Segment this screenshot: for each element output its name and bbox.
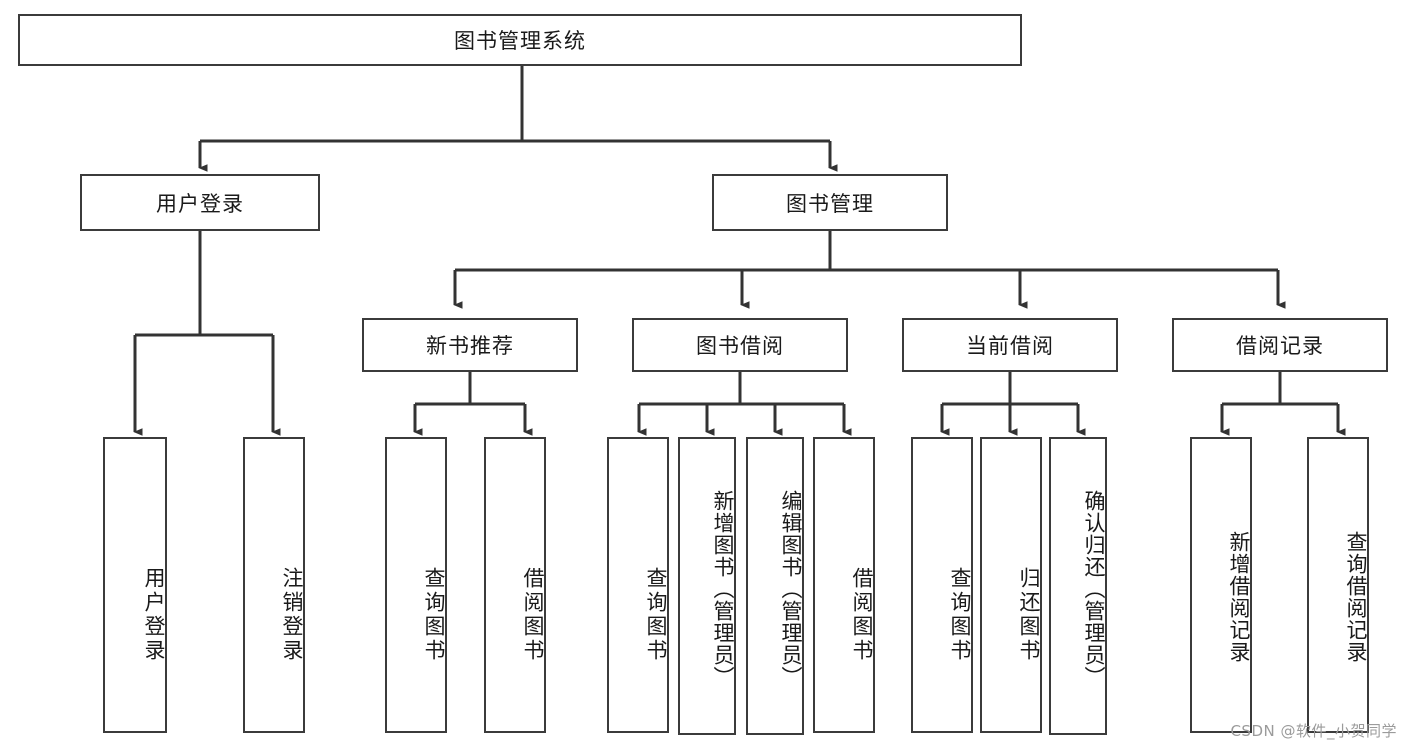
- node-leaf-edit-book-label: 编辑图书（管理员）: [779, 489, 803, 688]
- node-new-book-rec[interactable]: 新书推荐: [362, 318, 578, 372]
- node-leaf-query-record-label: 查询借阅记录: [1344, 531, 1368, 663]
- node-book-borrow-label: 图书借阅: [696, 334, 784, 358]
- node-leaf-logout-login[interactable]: 注销登录: [243, 437, 305, 733]
- node-leaf-return-book-label: 归还图书: [1017, 567, 1041, 663]
- node-leaf-confirm-return[interactable]: 确认归还（管理员）: [1049, 437, 1107, 735]
- node-leaf-add-book[interactable]: 新增图书（管理员）: [678, 437, 736, 735]
- csdn-watermark: CSDN @软件_小贺同学: [1230, 722, 1397, 740]
- node-leaf-query-book-3[interactable]: 查询图书: [911, 437, 973, 733]
- node-book-borrow[interactable]: 图书借阅: [632, 318, 848, 372]
- node-book-manage-label: 图书管理: [786, 191, 874, 216]
- node-leaf-borrow-book-1-label: 借阅图书: [521, 567, 545, 663]
- node-leaf-add-record-label: 新增借阅记录: [1227, 531, 1251, 663]
- node-leaf-return-book[interactable]: 归还图书: [980, 437, 1042, 733]
- node-root-label: 图书管理系统: [454, 29, 586, 53]
- node-new-book-rec-label: 新书推荐: [426, 334, 514, 358]
- node-leaf-user-login[interactable]: 用户登录: [103, 437, 167, 733]
- node-leaf-query-book-2-label: 查询图书: [644, 567, 668, 663]
- node-current-borrow-label: 当前借阅: [966, 334, 1054, 358]
- node-leaf-borrow-book-2-label: 借阅图书: [850, 567, 874, 663]
- node-root[interactable]: 图书管理系统: [18, 14, 1022, 66]
- node-leaf-borrow-book-2[interactable]: 借阅图书: [813, 437, 875, 733]
- node-leaf-query-record[interactable]: 查询借阅记录: [1307, 437, 1369, 733]
- node-book-manage[interactable]: 图书管理: [712, 174, 948, 231]
- node-leaf-query-book-1-label: 查询图书: [422, 567, 446, 663]
- node-leaf-logout-login-label: 注销登录: [280, 567, 304, 663]
- node-user-login-label: 用户登录: [156, 191, 244, 216]
- node-borrow-record-label: 借阅记录: [1236, 334, 1324, 358]
- node-leaf-query-book-3-label: 查询图书: [948, 567, 972, 663]
- node-leaf-user-login-label: 用户登录: [142, 567, 166, 663]
- node-current-borrow[interactable]: 当前借阅: [902, 318, 1118, 372]
- node-leaf-add-book-label: 新增图书（管理员）: [711, 489, 735, 688]
- node-leaf-edit-book[interactable]: 编辑图书（管理员）: [746, 437, 804, 735]
- node-leaf-add-record[interactable]: 新增借阅记录: [1190, 437, 1252, 733]
- node-user-login[interactable]: 用户登录: [80, 174, 320, 231]
- node-leaf-query-book-2[interactable]: 查询图书: [607, 437, 669, 733]
- node-borrow-record[interactable]: 借阅记录: [1172, 318, 1388, 372]
- node-leaf-confirm-return-label: 确认归还（管理员）: [1082, 489, 1106, 688]
- node-leaf-query-book-1[interactable]: 查询图书: [385, 437, 447, 733]
- node-leaf-borrow-book-1[interactable]: 借阅图书: [484, 437, 546, 733]
